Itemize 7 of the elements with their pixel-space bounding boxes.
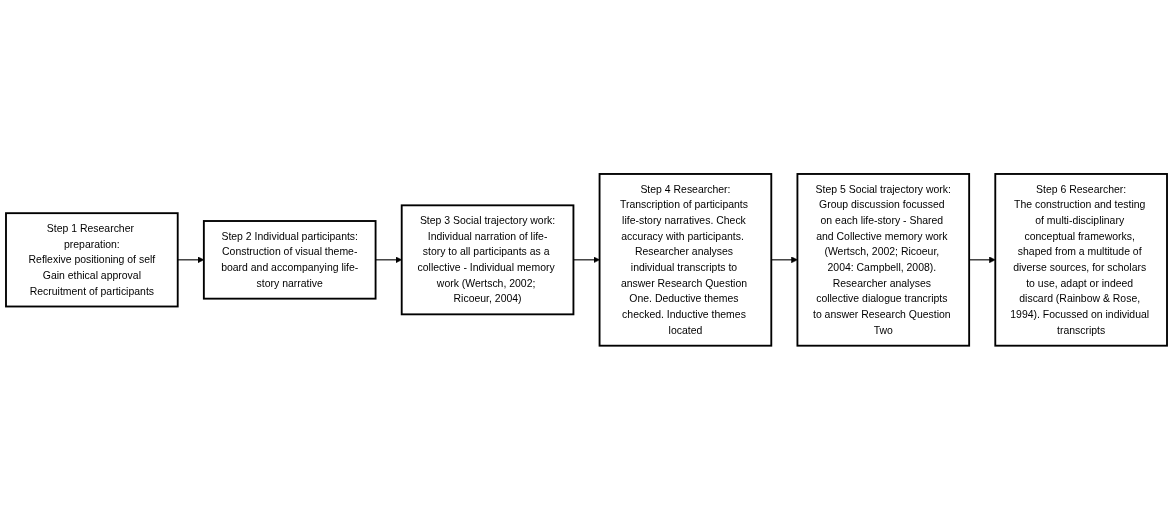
node-box: Step 1 Researcher preparation: Reflexive positioning of self Gain ethical approval Recruitment of participants [5, 212, 179, 308]
arrow [375, 256, 402, 264]
node-box: Step 3 Social trajectory work: Individual narration of life-story to all participants as a collective - Individual memory work (Wertsch, 2002; Ricoeur, 2004) [400, 204, 575, 316]
node-box: Step 2 Individual participants: Construction of visual theme-board and accompanying life-story narrative [202, 220, 377, 300]
node-box: Step 4 Researcher: Transcription of participants life-story narratives. Check accuracy with participants. Researcher analyses individual transcripts to answer Research Question One. Deductive themes checked. Inductive themes located [598, 173, 773, 347]
node-box: Step 6 Researcher: The construction and testing of multi-disciplinary conceptual frameworks, shaped from a multitude of diverse sources, for scholars to use, adapt or indeed discard (Rainbow & Rose, 1994). Focussed on individual transcripts [994, 173, 1168, 347]
node-box: Step 5 Social trajectory work: Group discussion focussed on each life-story - Shared and Collective memory work (Wertsch, 2002; Ricoeur, 2004: Campbell, 2008). Researcher analyses collective dialogue trancripts to answer Research Question Two [796, 173, 971, 347]
